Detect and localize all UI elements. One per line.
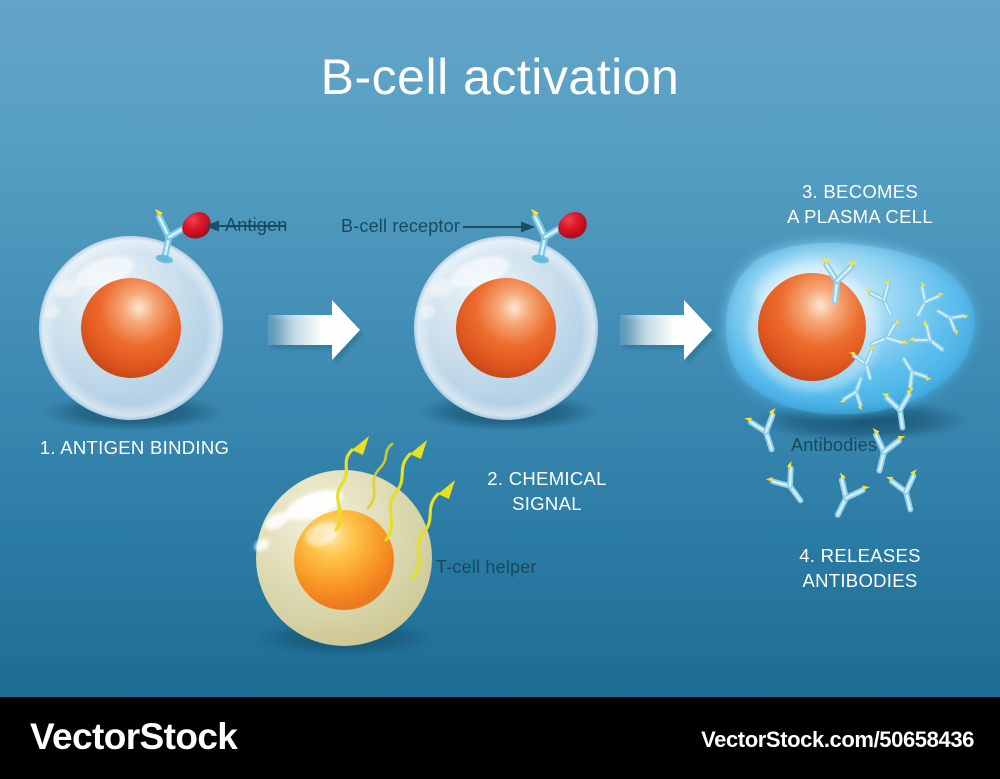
membrane-highlight-small (45, 305, 61, 319)
bcell-nucleus (81, 278, 181, 378)
process-arrow-2 (620, 300, 715, 364)
plasma-nucleus (758, 273, 866, 381)
watermark-footer: VectorStock VectorStock.com/50658436 (0, 697, 1000, 779)
signal-squiggles (366, 442, 394, 510)
label-bcell-receptor: B-cell receptor (341, 216, 461, 236)
antigen-glyph-1 (182, 212, 211, 239)
tcell-helper (253, 470, 437, 657)
step-label-4: 4. RELEASES ANTIBODIES (799, 545, 921, 591)
antigen-glyph-2 (558, 212, 587, 239)
tcell-nucleus (294, 510, 394, 610)
step-label-1: 1. ANTIGEN BINDING (39, 437, 230, 458)
chemical-signal-arrowheads (352, 436, 455, 499)
membrane-highlight-mid (430, 278, 456, 298)
antigen-arrowhead (205, 220, 219, 232)
bcell-stage-1 (39, 208, 285, 431)
vectorstock-logo: VectorStock (30, 716, 238, 757)
chemical-signal-arrows (334, 448, 440, 580)
membrane-highlight-mid (55, 278, 81, 298)
tcell-highlight-large (285, 489, 343, 521)
bcell-nucleus (456, 278, 556, 378)
process-arrow-1 (268, 300, 363, 364)
step-label-2: 2. CHEMICAL SIGNAL (487, 468, 607, 514)
label-tcell-helper: T-cell helper (436, 557, 537, 577)
membrane-highlight-small (420, 305, 436, 319)
vectorstock-url: VectorStock.com/50658436 (701, 727, 974, 752)
tcell-nucleus-highlight (305, 521, 339, 547)
tcell-highlight-mid (265, 512, 289, 530)
label-antigen: Antigen (225, 215, 288, 235)
tcell-highlight-small (254, 538, 270, 552)
diagram-graphics (39, 208, 975, 657)
step-label-3: 3. BECOMES A PLASMA CELL (787, 181, 933, 227)
receptor-arrowhead (521, 221, 535, 233)
page-title: B-cell activation (320, 49, 680, 105)
label-antibodies: Antibodies (791, 435, 878, 455)
plasma-cell (725, 242, 975, 442)
bcell-stage-2 (414, 208, 600, 431)
diagram-canvas: B-cell activation (0, 0, 1000, 697)
